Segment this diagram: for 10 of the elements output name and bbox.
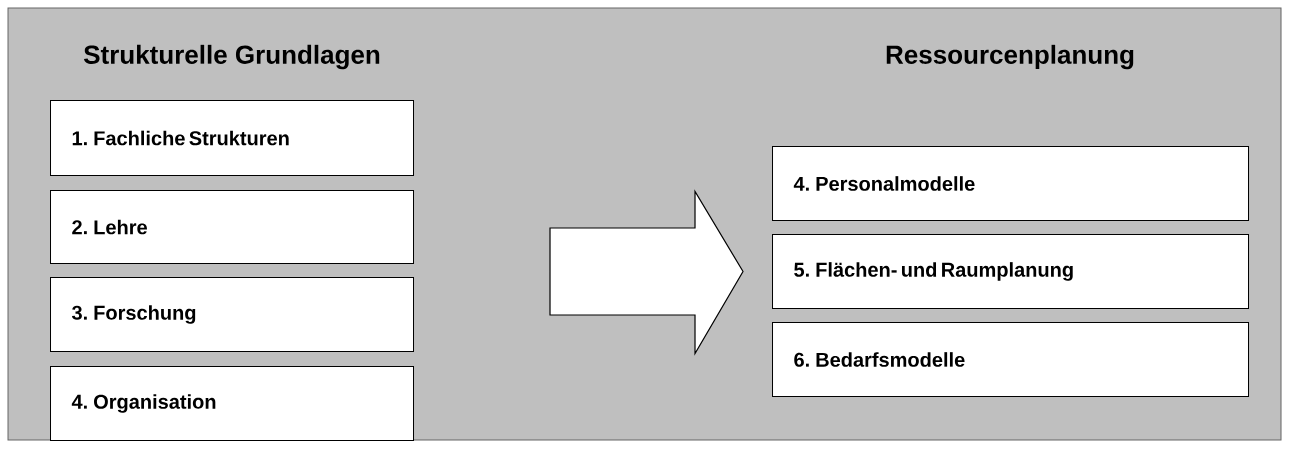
text-box: 4. Personalmodelle [772,146,1249,221]
group-heading: Strukturelle Grundlagen [83,44,380,70]
block-arrow [549,189,744,356]
text-box: 2. Lehre [50,190,414,264]
text-box: 4. Organisation [50,366,414,441]
group-heading: Ressourcenplanung [886,44,1134,70]
text-box: 6. Bedarfsmodelle [772,322,1249,397]
text-box: 1. Fachliche Strukturen [50,100,414,176]
text-box: 5. Flächen- und Raumplanung [772,234,1249,309]
text-box: 3. Forschung [50,277,414,352]
